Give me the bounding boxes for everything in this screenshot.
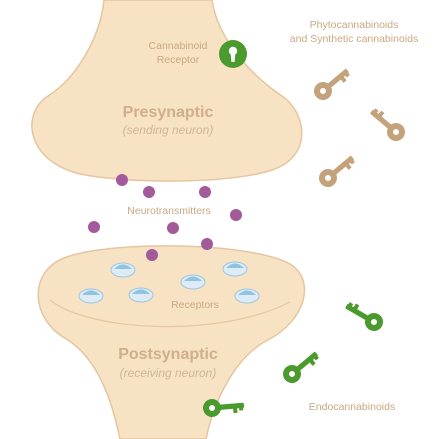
key-icon — [341, 298, 387, 335]
presynaptic-subtitle: (sending neuron) — [122, 123, 214, 137]
phytocannabinoids-line1: Phytocannabinoids — [309, 19, 399, 31]
cannabinoid-receptor-label: Cannabinoid Receptor — [138, 39, 218, 67]
neurotransmitter-dot — [201, 238, 213, 250]
key-icon — [279, 346, 323, 387]
neurotransmitter-dot — [167, 222, 179, 234]
receptor-site — [110, 262, 136, 278]
neurotransmitter-dot — [230, 209, 242, 221]
key-icon — [365, 104, 409, 145]
key-icon — [310, 63, 354, 104]
neurotransmitter-dot — [143, 186, 155, 198]
cannabinoid-receptor-line2: Receptor — [156, 54, 200, 66]
phytocannabinoids-label: Phytocannabinoids and Synthetic cannabin… — [270, 18, 438, 46]
neurotransmitter-dot — [199, 186, 211, 198]
receptor-site — [180, 274, 206, 290]
cannabinoid-receptor-line1: Cannabinoid — [148, 40, 208, 52]
lock-icon — [219, 40, 247, 68]
receptor-site — [78, 288, 104, 304]
postsynaptic-title: Postsynaptic — [118, 346, 218, 363]
neurotransmitter-dot — [116, 174, 128, 186]
receptor-site — [234, 288, 260, 304]
neurotransmitter-dot — [88, 221, 100, 233]
receptor-site — [222, 261, 248, 277]
endocannabinoids-label: Endocannabinoids — [308, 401, 396, 413]
receptors-label: Receptors — [171, 299, 219, 311]
presynaptic-neuron — [31, 0, 303, 182]
postsynaptic-subtitle: (receiving neuron) — [119, 366, 217, 380]
receptor-site — [128, 287, 154, 303]
postsynaptic-neuron — [37, 245, 306, 439]
receptor-membrane-line — [49, 299, 291, 328]
neurotransmitter-dot — [146, 249, 158, 261]
key-icon — [315, 150, 359, 191]
neurotransmitters-label: Neurotransmitters — [127, 205, 211, 217]
neurotransmitter-dots — [88, 174, 242, 261]
phytocannabinoids-line2: and Synthetic cannabinoids — [289, 33, 419, 45]
presynaptic-title: Presynaptic — [122, 104, 214, 121]
